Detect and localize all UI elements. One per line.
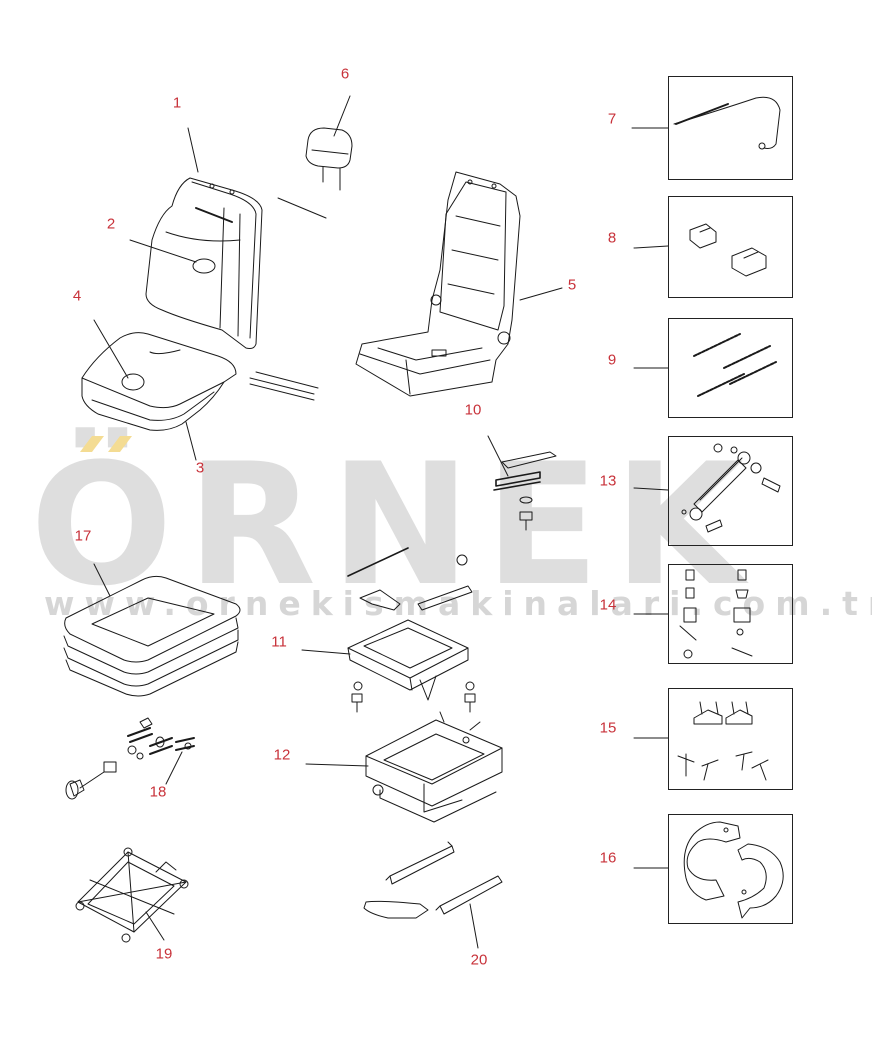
part-label-2: 2	[106, 215, 116, 233]
part-label-13: 13	[599, 472, 617, 490]
seat-rail-drawing	[363, 841, 503, 919]
headrest-drawing	[277, 127, 353, 219]
box-part-16	[668, 814, 793, 924]
bracket-set-drawing	[677, 701, 769, 781]
hardware-set-drawing	[679, 569, 753, 659]
leader-lines	[93, 95, 669, 949]
part-label-10: 10	[464, 401, 482, 419]
seat-frame-drawing	[355, 171, 521, 397]
spring-set-drawing	[693, 333, 777, 397]
box-part-7	[668, 76, 793, 180]
watermark-brand: ÖRNEK	[30, 427, 758, 623]
part-label-3: 3	[195, 459, 205, 477]
part-label-4: 4	[72, 287, 82, 305]
scissor-mechanism-drawing	[75, 847, 189, 943]
part-label-16: 16	[599, 849, 617, 867]
bellows-drawing	[63, 575, 241, 697]
part-label-9: 9	[607, 351, 617, 369]
damper-drawing	[681, 443, 781, 533]
part-label-17: 17	[74, 527, 92, 545]
seat-back-cushion-drawing	[145, 177, 263, 349]
part-label-8: 8	[607, 229, 617, 247]
part-label-6: 6	[340, 65, 350, 83]
part-label-11: 11	[271, 633, 287, 651]
bracket-small-drawing	[493, 451, 557, 531]
strap-drawing	[683, 821, 784, 919]
suspension-base-drawing	[365, 711, 503, 823]
box-part-9	[668, 318, 793, 418]
part-label-12: 12	[273, 746, 291, 764]
seat-cushion-drawing	[81, 332, 319, 431]
part-label-7: 7	[607, 110, 617, 128]
part-label-15: 15	[599, 719, 617, 737]
part-label-5: 5	[567, 276, 577, 294]
cable-drawing	[673, 96, 781, 150]
watermark-accent-icon	[80, 436, 132, 452]
part-label-14: 14	[599, 596, 617, 614]
box-part-14	[668, 564, 793, 664]
part-label-1: 1	[172, 94, 182, 112]
part-label-20: 20	[470, 951, 488, 969]
box-part-13	[668, 436, 793, 546]
part-label-18: 18	[149, 783, 167, 801]
slide-assembly-drawing	[347, 547, 476, 713]
box-part-15	[668, 688, 793, 790]
box-part-8	[668, 196, 793, 298]
part-label-19: 19	[155, 945, 173, 963]
small-parts-drawing	[65, 717, 195, 800]
bump-stop-drawing	[689, 223, 767, 277]
